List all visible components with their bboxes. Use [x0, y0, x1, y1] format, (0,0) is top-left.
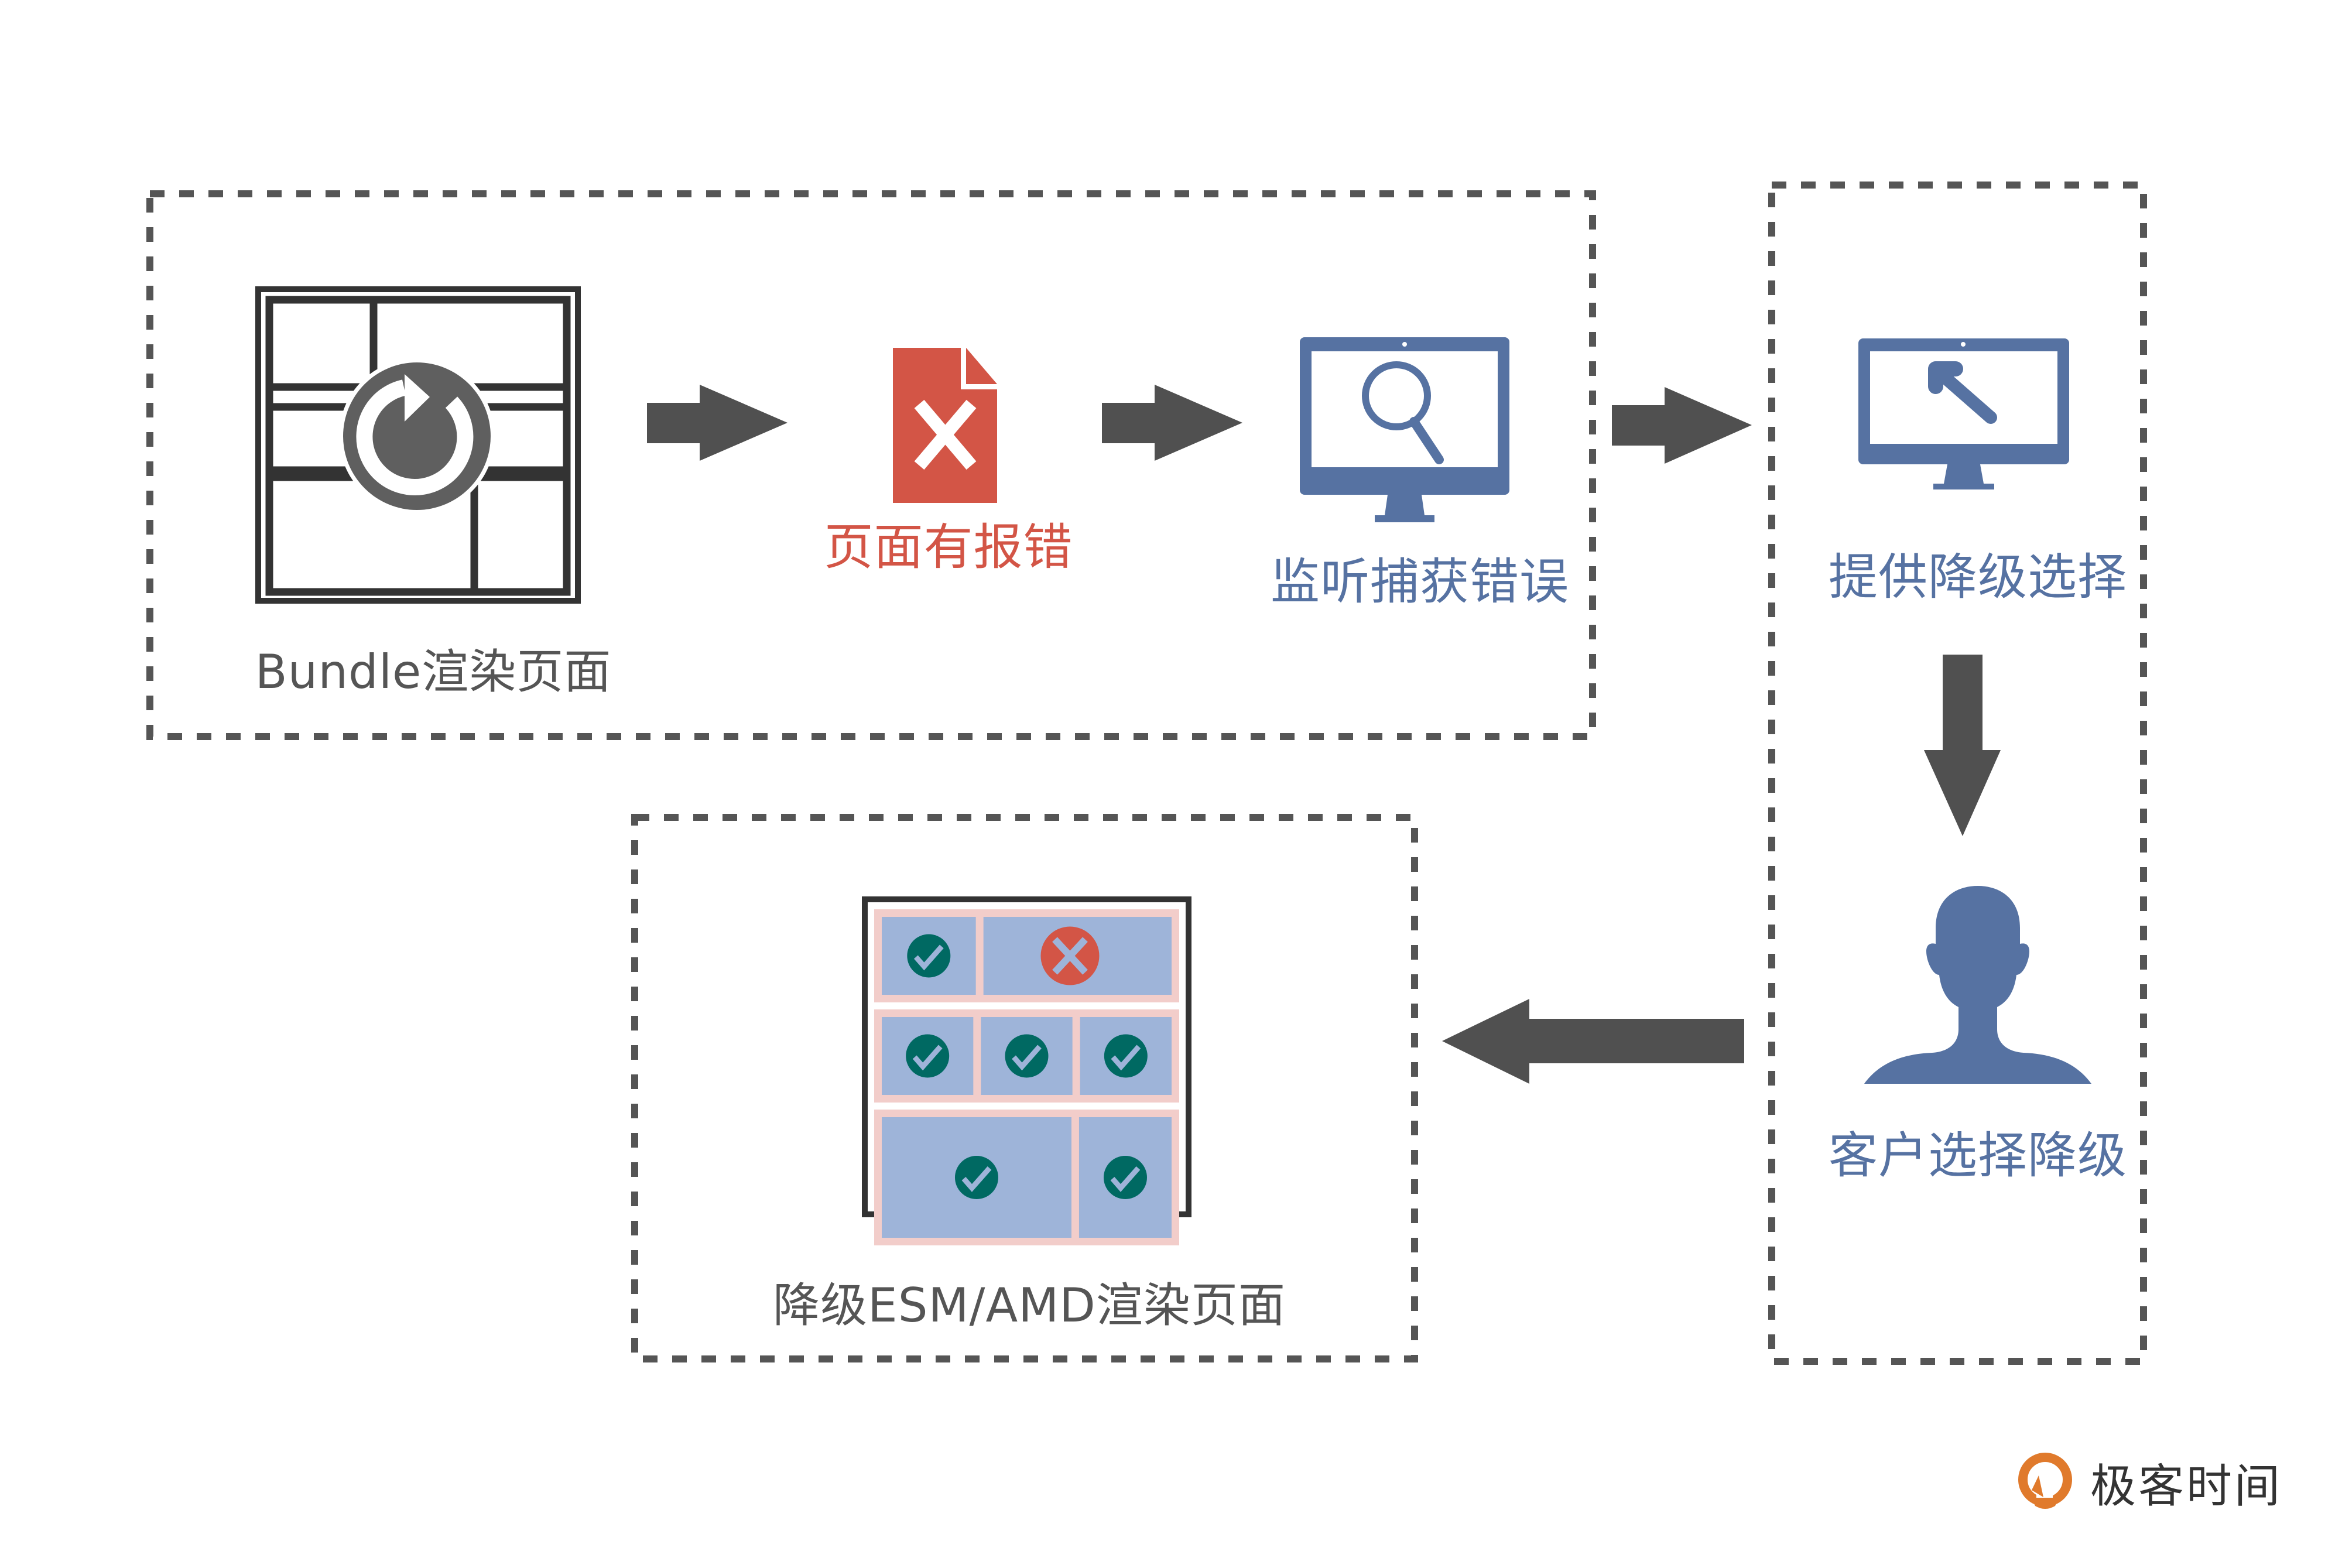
- group-box-degrade-choice: [1768, 182, 2147, 1365]
- geektime-logo-icon: [2018, 1453, 2072, 1509]
- arrow-down: [1924, 655, 2001, 836]
- arrow-left: [1442, 999, 1744, 1084]
- check-icon: [1005, 1034, 1049, 1078]
- brand-name: 极客时间: [2090, 1460, 2283, 1513]
- check-icon: [1104, 1034, 1148, 1078]
- check-icon: [907, 934, 951, 978]
- check-icon: [1103, 1156, 1147, 1199]
- module-grid-icon: [862, 896, 1191, 1245]
- monitor-search-icon: [1300, 337, 1509, 522]
- refresh-layout-icon: [255, 286, 581, 604]
- arrow-right-1: [647, 385, 787, 461]
- label-monitor-error: 监听捕获错误: [1270, 553, 1570, 611]
- arrow-right-2: [1102, 385, 1242, 461]
- check-mark: [1110, 1166, 1141, 1192]
- check-mark: [961, 1166, 992, 1192]
- check-mark: [1111, 1045, 1141, 1071]
- check-mark: [912, 1045, 943, 1071]
- label-page-error: 页面有报错: [824, 518, 1073, 576]
- x-mark: [1052, 937, 1088, 975]
- label-esm-amd-render: 降级ESM/AMD渲染页面: [773, 1278, 1286, 1333]
- arrow-right-3: [1612, 387, 1752, 464]
- check-mark: [913, 944, 944, 971]
- label-bundle-render: Bundle渲染页面: [255, 645, 612, 699]
- monitor-cursor-icon: [1858, 338, 2069, 489]
- group-box-degraded-render: [631, 814, 1418, 1362]
- check-icon: [954, 1156, 998, 1199]
- error-file-icon: [893, 348, 997, 503]
- check-mark: [1012, 1045, 1042, 1071]
- user-silhouette-icon: [1864, 886, 2091, 1084]
- group-box-render-and-detect: [146, 190, 1596, 740]
- check-icon: [906, 1034, 950, 1078]
- label-customer-choose: 客户选择降级: [1828, 1127, 2128, 1184]
- label-offer-degrade: 提供降级选择: [1828, 548, 2128, 606]
